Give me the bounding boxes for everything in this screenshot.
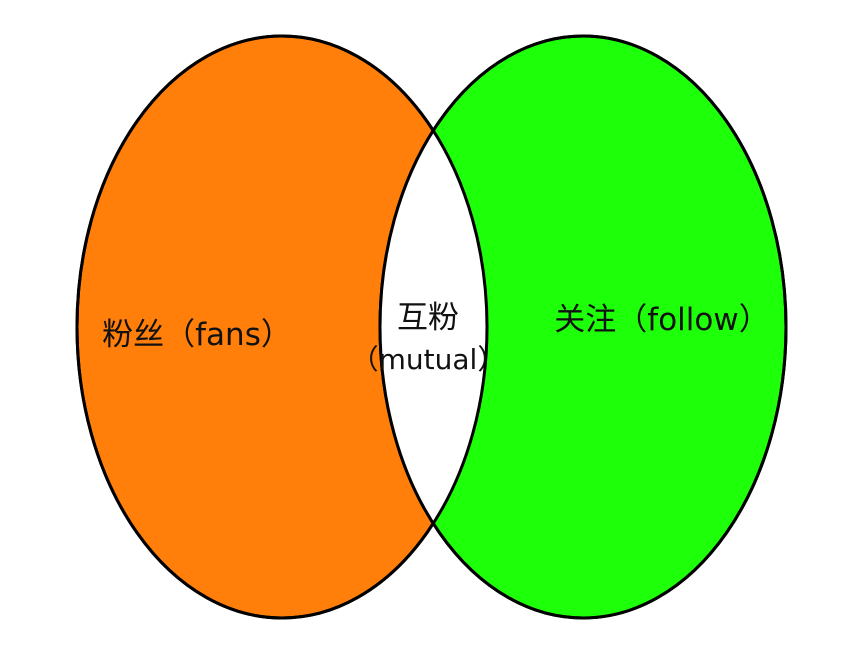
follow-set-outline bbox=[378, 34, 788, 620]
follow-label: 关注（follow） bbox=[554, 302, 769, 338]
fans-label: 粉丝（fans） bbox=[102, 317, 292, 353]
mutual-label: 互粉 bbox=[397, 300, 459, 336]
fans-set-outline bbox=[75, 34, 489, 620]
mutual-sublabel: （mutual） bbox=[351, 343, 506, 376]
